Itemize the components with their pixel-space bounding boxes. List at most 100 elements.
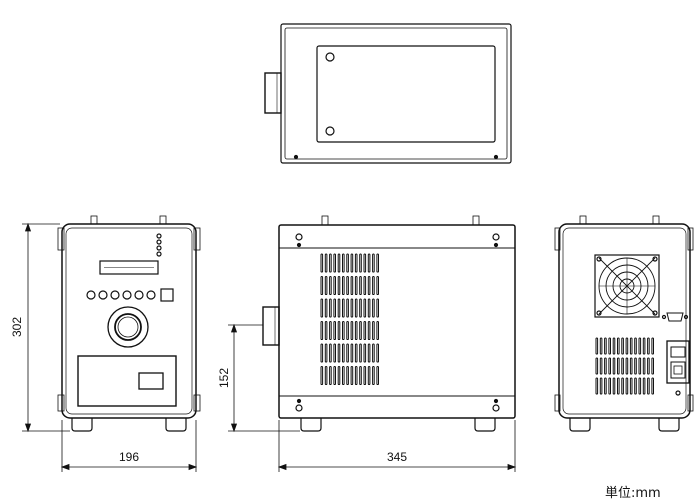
vent-slot xyxy=(367,366,371,385)
vent-slot xyxy=(617,337,620,355)
vent-slot xyxy=(363,343,367,363)
front-view xyxy=(57,215,201,432)
vent-slot xyxy=(354,343,358,363)
vent-slot xyxy=(346,366,349,385)
vent-slot xyxy=(329,321,332,340)
vent-slot xyxy=(350,276,354,295)
height-dimension-label: 302 xyxy=(10,317,24,337)
vent-slot xyxy=(647,337,650,355)
vent-slot xyxy=(363,298,367,318)
vent-slot xyxy=(376,321,379,340)
vent-slot xyxy=(367,298,371,318)
vent-slot xyxy=(638,357,642,375)
vent-slot xyxy=(359,366,362,385)
vent-slot xyxy=(333,366,336,385)
vent-slot xyxy=(621,337,624,355)
vent-slot xyxy=(612,337,616,355)
vent-slot xyxy=(612,357,616,375)
vent-slot xyxy=(376,298,379,318)
vent-slot xyxy=(599,337,603,355)
vent-slot xyxy=(376,253,379,273)
vent-slot xyxy=(595,337,599,355)
vent-slot xyxy=(367,253,371,273)
vent-slot xyxy=(363,253,367,273)
vent-slot xyxy=(359,343,362,363)
vent-slot xyxy=(342,276,345,295)
vent-slot xyxy=(320,366,324,385)
vent-slot xyxy=(625,337,629,355)
vent-slot xyxy=(342,321,345,340)
power-inlet xyxy=(666,340,690,384)
ventilation-slots xyxy=(320,253,379,385)
vent-slot xyxy=(367,276,371,295)
vent-slot xyxy=(608,337,612,355)
vent-slot xyxy=(638,377,642,395)
vent-slot xyxy=(363,366,367,385)
vent-slot xyxy=(346,276,349,295)
control-knob xyxy=(107,306,149,348)
vent-slot xyxy=(324,343,328,363)
vent-slot xyxy=(354,253,358,273)
vent-slot xyxy=(320,343,324,363)
rear-view xyxy=(554,215,694,432)
vent-slot xyxy=(651,357,655,375)
top-view xyxy=(264,23,512,164)
vent-slot xyxy=(372,366,375,385)
vent-slot xyxy=(324,321,328,340)
handle-height-dimension-label: 152 xyxy=(217,368,231,388)
vent-slot xyxy=(337,321,341,340)
vent-slot xyxy=(329,253,332,273)
vent-slot xyxy=(333,253,336,273)
vent-slot xyxy=(354,276,358,295)
vent-slot xyxy=(350,298,354,318)
vent-slot xyxy=(324,366,328,385)
vent-slot xyxy=(359,298,362,318)
vent-slot xyxy=(617,377,620,395)
vent-slot xyxy=(329,276,332,295)
vent-slot xyxy=(372,276,375,295)
vent-slot xyxy=(350,321,354,340)
vent-slot xyxy=(629,377,633,395)
vent-slot xyxy=(376,366,379,385)
vent-slot xyxy=(342,298,345,318)
vent-slot xyxy=(363,276,367,295)
vent-slot xyxy=(604,357,607,375)
vent-slot xyxy=(320,276,324,295)
vent-slot xyxy=(367,343,371,363)
vent-slot xyxy=(617,357,620,375)
vent-slot xyxy=(333,343,336,363)
vent-slot xyxy=(359,276,362,295)
vent-slot xyxy=(363,321,367,340)
vent-slot xyxy=(350,343,354,363)
vent-slot xyxy=(337,366,341,385)
vent-slot xyxy=(372,343,375,363)
unit-label: 単位:mm xyxy=(605,486,661,501)
vent-slot xyxy=(324,298,328,318)
vent-slot xyxy=(634,357,637,375)
vent-slot xyxy=(376,276,379,295)
vent-slot xyxy=(329,343,332,363)
vent-slot xyxy=(612,377,616,395)
vent-slot xyxy=(359,321,362,340)
side-view xyxy=(262,215,516,432)
vent-slot xyxy=(342,253,345,273)
vent-slot xyxy=(621,357,624,375)
vent-slot xyxy=(651,337,655,355)
vent-slot xyxy=(342,366,345,385)
vent-slot xyxy=(359,253,362,273)
vent-slot xyxy=(324,253,328,273)
vent-slot xyxy=(638,337,642,355)
serial-connector xyxy=(661,312,689,322)
front-width-dimension-label: 196 xyxy=(119,450,139,464)
vent-slot xyxy=(320,253,324,273)
side-depth-dimension-label: 345 xyxy=(387,450,407,464)
vent-slot xyxy=(354,298,358,318)
vent-slot xyxy=(320,298,324,318)
vent-slot xyxy=(634,337,637,355)
vent-slot xyxy=(595,377,599,395)
vent-slot xyxy=(608,357,612,375)
vent-slot xyxy=(604,377,607,395)
vent-slot xyxy=(599,357,603,375)
vent-slot xyxy=(329,366,332,385)
